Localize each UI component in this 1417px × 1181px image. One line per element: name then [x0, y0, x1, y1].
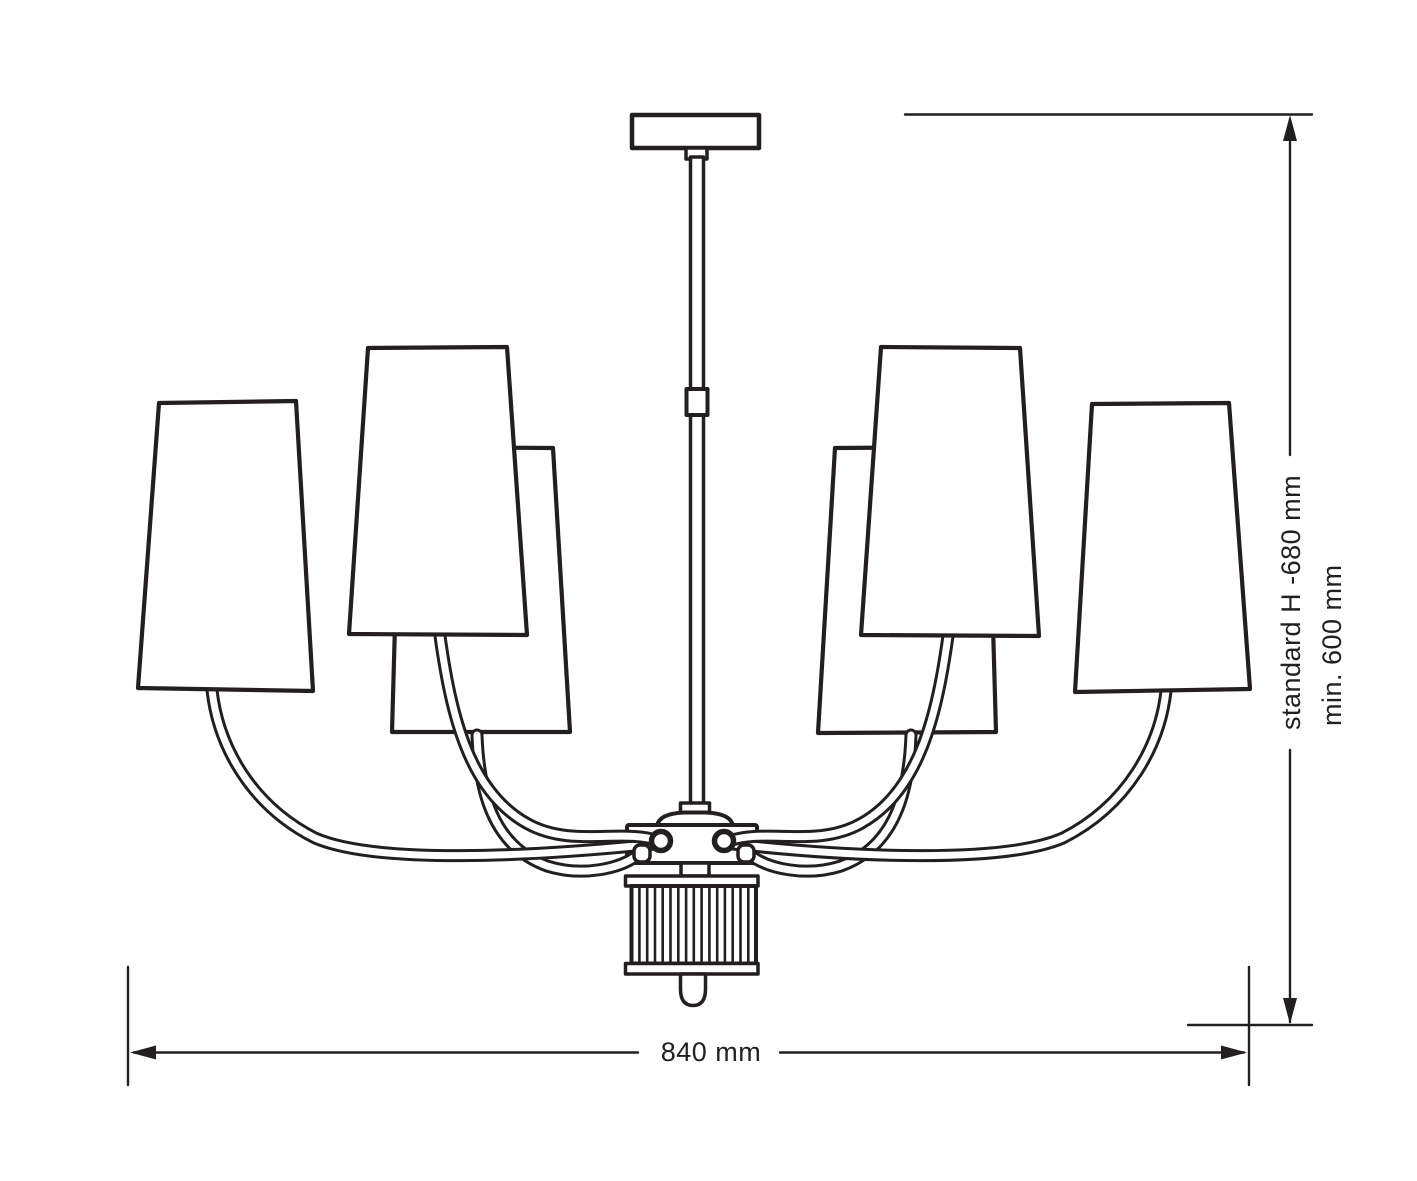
hub-lugs: [632, 843, 756, 864]
arm-mid-left-front: [433, 629, 666, 848]
rod-coupler: [684, 387, 710, 417]
width-label: 840 mm: [661, 1037, 762, 1067]
arrowhead-down: [1283, 998, 1297, 1024]
shade-outer-right: [1072, 400, 1253, 695]
drum-ribs: [638, 885, 750, 965]
shade-outer-left: [135, 398, 316, 694]
arm-mid-right-front: [722, 629, 955, 848]
width-dimension: [126, 965, 1251, 1087]
arm-outer-left: [205, 683, 662, 863]
arrowhead-up: [1283, 115, 1297, 141]
arm-outer-right: [726, 684, 1173, 863]
ceiling-canopy: [629, 112, 762, 161]
hub-eyelet-rings: [648, 828, 737, 854]
finial: [678, 972, 708, 1008]
hub-dome: [655, 810, 735, 828]
shade-mid-right-front: [858, 344, 1042, 639]
hanging-rod: [684, 155, 710, 809]
height-standard-label: standard H -680 mm: [1276, 475, 1306, 730]
arrowhead-left: [130, 1045, 156, 1060]
reeded-glass-drum: [623, 874, 760, 1008]
shade-mid-left-front: [346, 344, 530, 638]
arrowhead-right: [1221, 1045, 1247, 1060]
height-min-label: min. 600 mm: [1317, 564, 1347, 726]
hub-neck: [679, 861, 711, 878]
